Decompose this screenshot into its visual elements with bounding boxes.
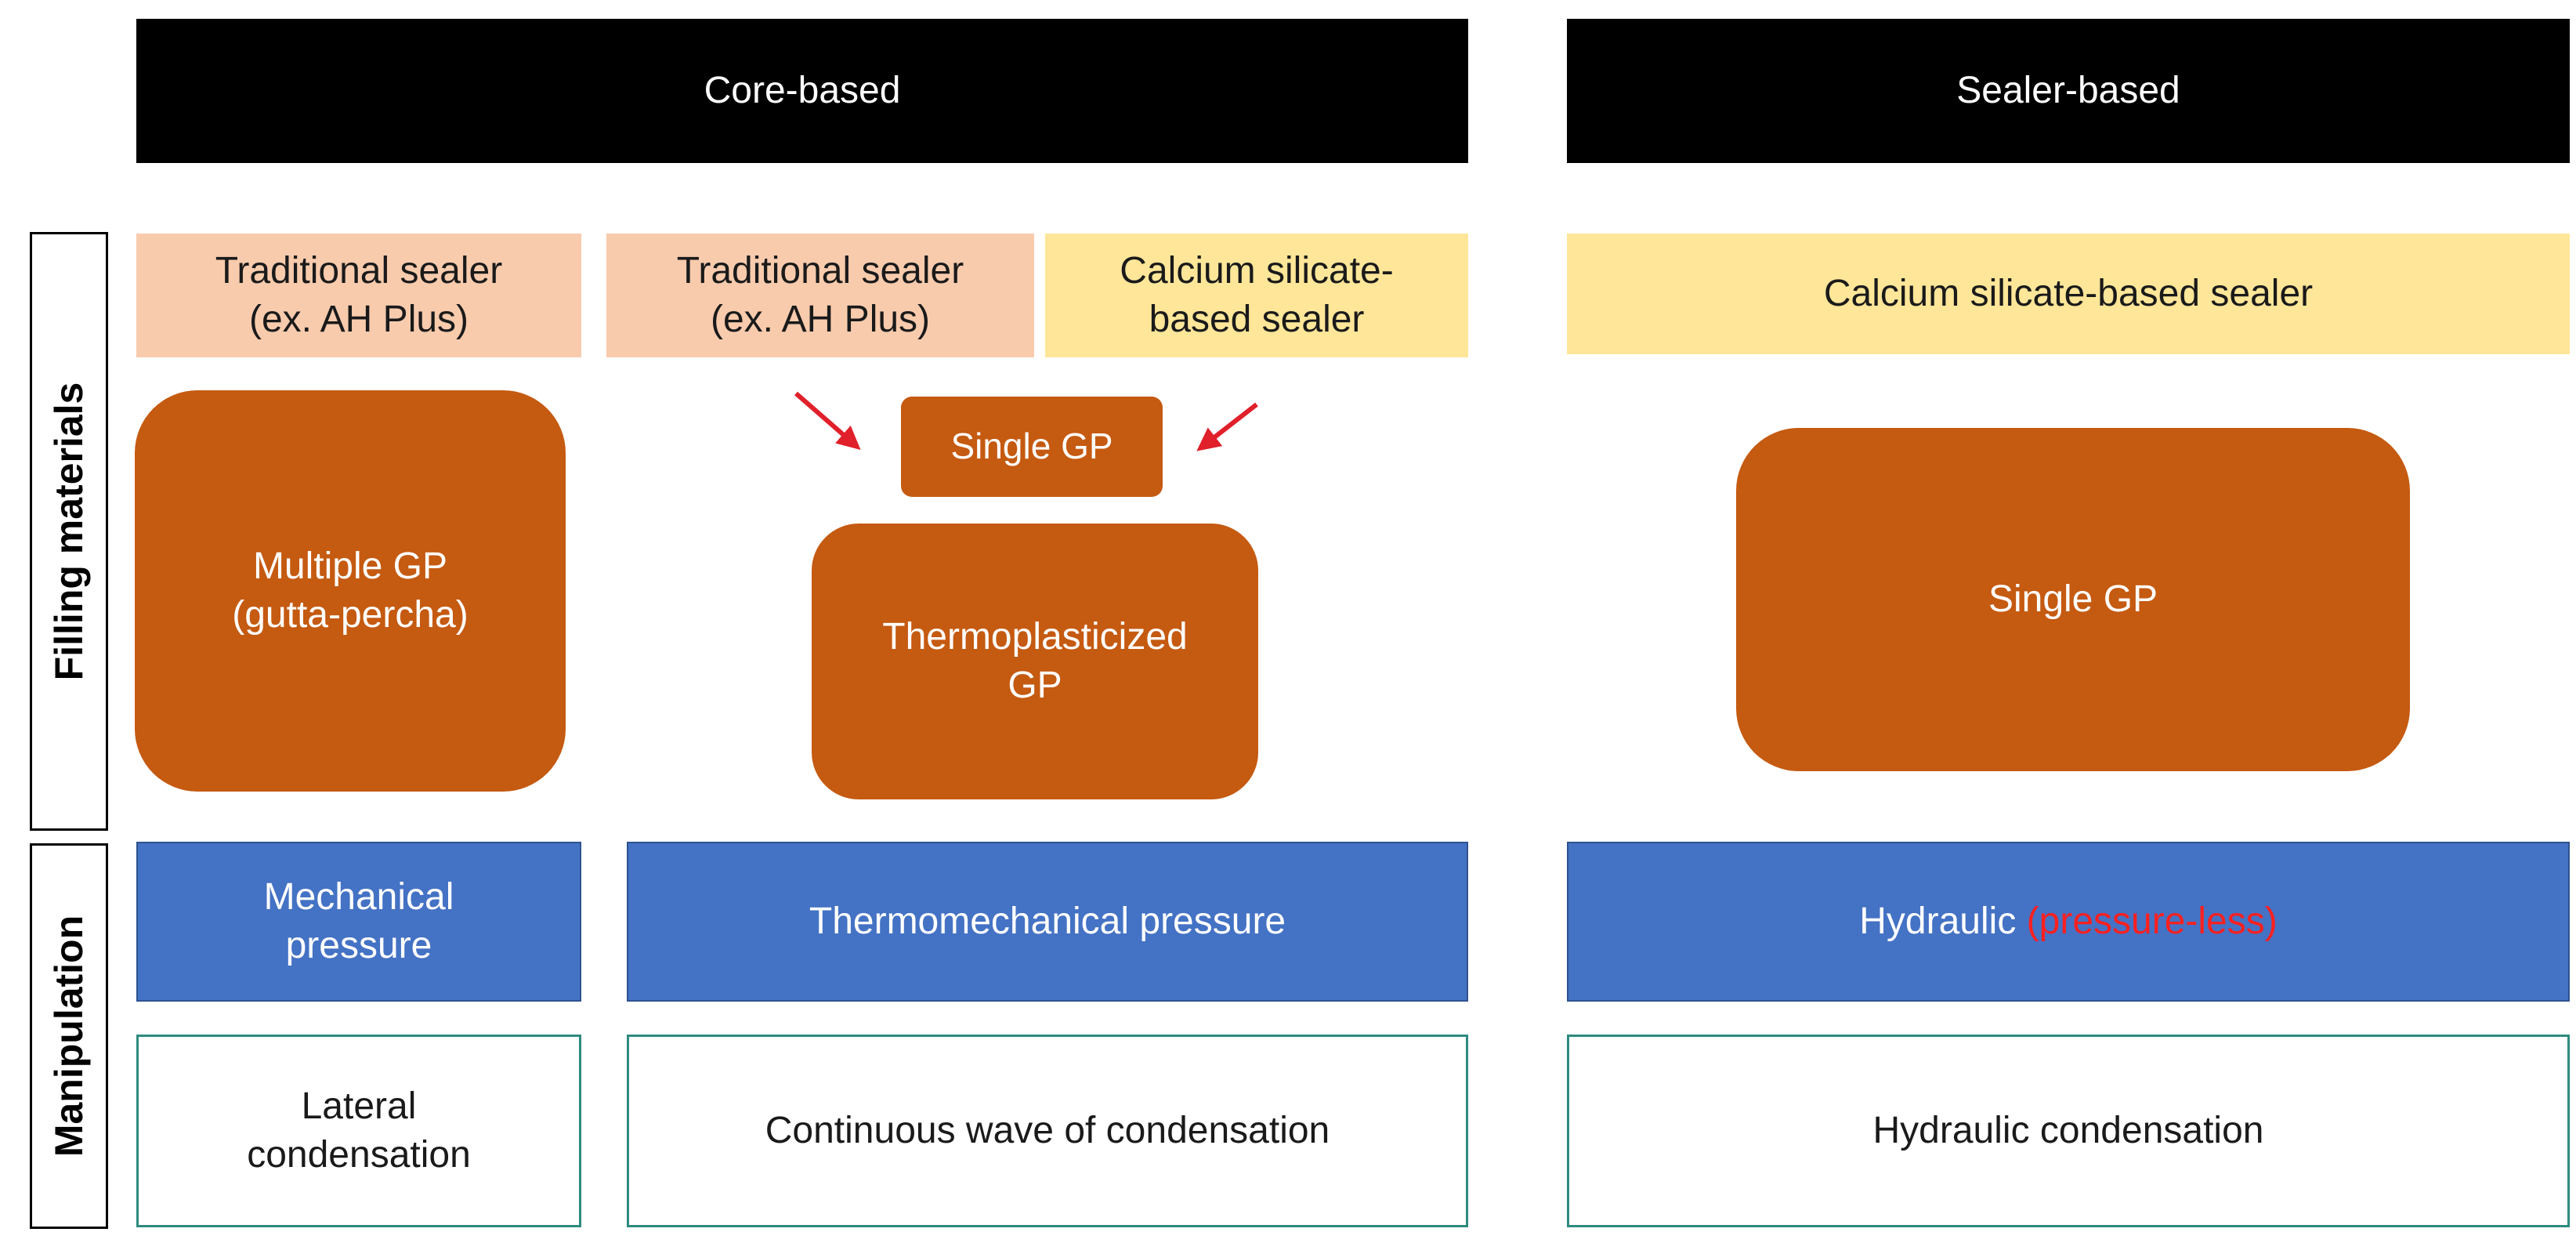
lateral-condensation-box: Lateral condensation xyxy=(136,1035,581,1227)
thermomechanical-pressure-box: Thermomechanical pressure xyxy=(627,842,1468,1002)
calcium-silicate-sealer-sealer-based: Calcium silicate-based sealer xyxy=(1567,234,2570,354)
filling-materials-label-box: Filling materials xyxy=(30,232,108,831)
mechanical-pressure-box: Mechanical pressure xyxy=(136,842,581,1002)
single-gp-small-block: Single GP xyxy=(901,397,1163,497)
continuous-wave-box: Continuous wave of condensation xyxy=(627,1035,1468,1227)
hydraulic-label: Hydraulic xyxy=(1859,900,2027,942)
pressure-less-note: (pressure-less) xyxy=(2026,900,2278,942)
hydraulic-pressure-box: Hydraulic (pressure-less) xyxy=(1567,842,2570,1002)
arrow-left xyxy=(794,391,861,450)
calcium-silicate-sealer-core: Calcium silicate- based sealer xyxy=(1045,234,1468,357)
arrow-right xyxy=(1196,402,1258,451)
thermoplasticized-gp-block: Thermoplasticized GP xyxy=(812,524,1258,799)
manipulation-label-box: Manipulation xyxy=(30,843,108,1229)
hydraulic-condensation-box: Hydraulic condensation xyxy=(1567,1035,2570,1227)
single-gp-large-block: Single GP xyxy=(1736,428,2410,771)
traditional-sealer-box-2: Traditional sealer (ex. AH Plus) xyxy=(606,234,1034,357)
sealer-based-header: Sealer-based xyxy=(1567,19,2570,163)
multiple-gp-block: Multiple GP (gutta-percha) xyxy=(135,390,566,792)
core-based-header: Core-based xyxy=(136,19,1468,163)
traditional-sealer-box-1: Traditional sealer (ex. AH Plus) xyxy=(136,234,581,357)
